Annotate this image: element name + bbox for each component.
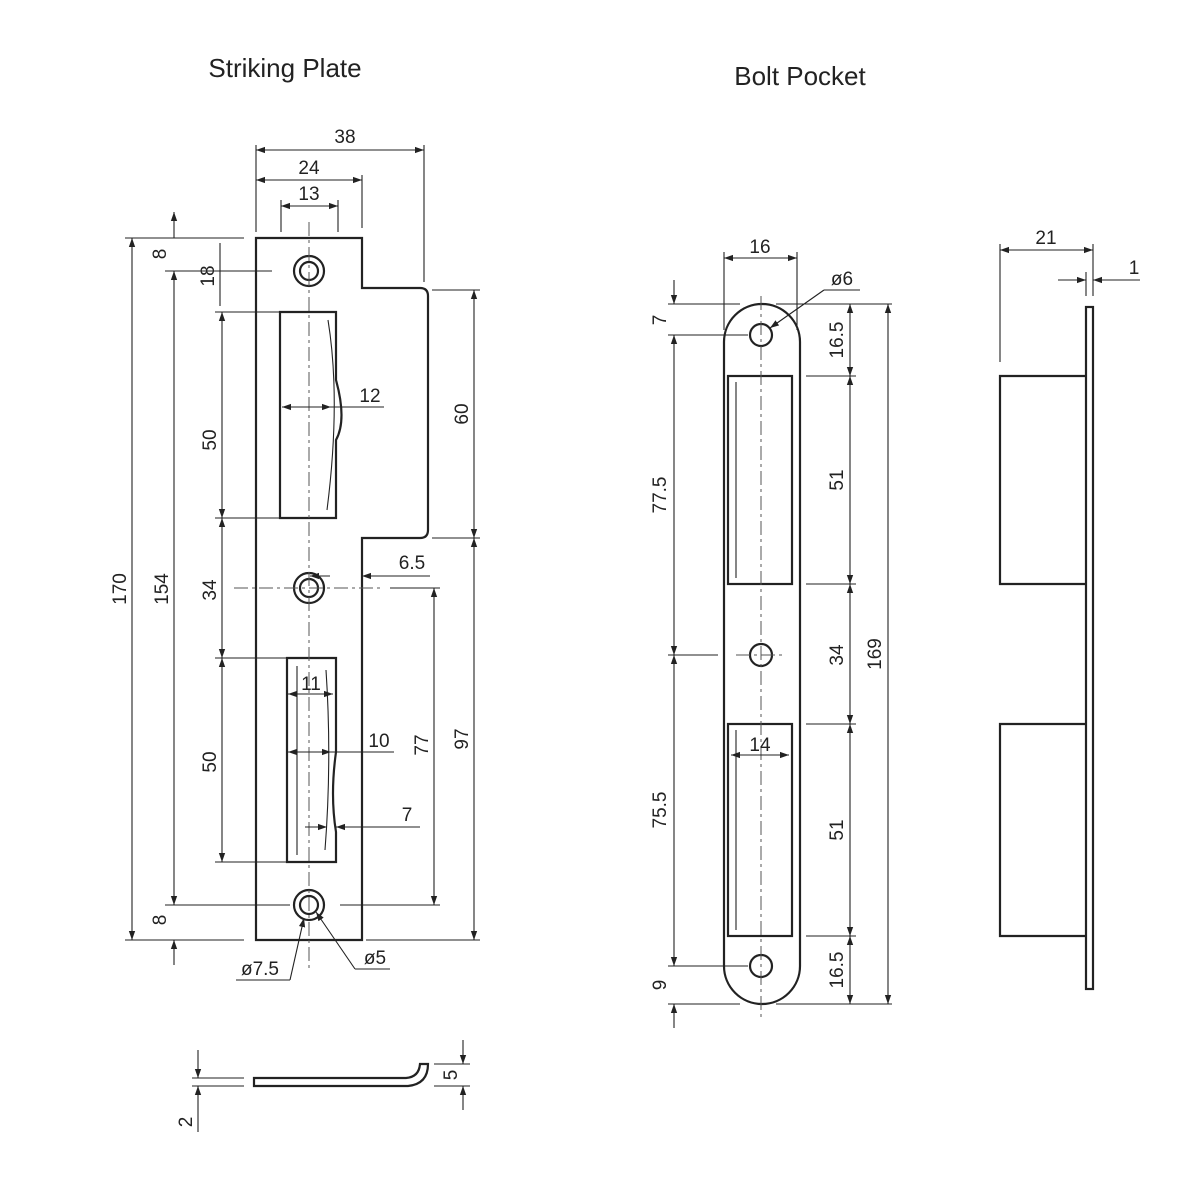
dim-60: 60 <box>452 403 473 424</box>
dim-10: 10 <box>368 731 389 752</box>
dim-34-bolt: 34 <box>827 644 848 666</box>
dim-8-bottom: 8 <box>150 915 171 926</box>
dim-6-5: 6.5 <box>399 553 425 574</box>
bolt-pocket-lower-slot <box>726 722 794 938</box>
dim-170: 170 <box>110 573 131 605</box>
dim-16-width: 16 <box>749 237 770 258</box>
hole-diameter-6: ø6 <box>831 269 853 290</box>
dim-lip-5: 5 <box>441 1070 462 1081</box>
dim-18: 18 <box>198 265 219 286</box>
dim-7: 7 <box>402 805 413 826</box>
striking-plate-outline <box>254 236 430 942</box>
dim-75-5: 75.5 <box>650 792 671 829</box>
hole-outer-diameter: ø7.5 <box>241 959 279 980</box>
dim-12: 12 <box>359 386 380 407</box>
dim-16-5-bottom: 16.5 <box>827 952 848 989</box>
dim-97: 97 <box>452 728 473 749</box>
dim-77-5: 77.5 <box>650 477 671 514</box>
bolt-pocket-upper-box <box>998 374 1086 586</box>
striking-plate-profile <box>252 1062 430 1088</box>
dim-77: 77 <box>412 734 433 755</box>
dim-169: 169 <box>865 638 886 670</box>
dim-50-upper: 50 <box>200 429 221 450</box>
striking-plate-side-view: 2 5 <box>176 1040 470 1132</box>
dim-154: 154 <box>152 573 173 605</box>
dim-11: 11 <box>301 674 321 695</box>
dim-14: 14 <box>749 735 771 756</box>
upper-slot <box>278 310 343 520</box>
dim-50-lower: 50 <box>200 751 221 772</box>
striking-plate-title: Striking Plate <box>208 53 361 83</box>
dim-thickness-2: 2 <box>176 1117 197 1128</box>
hole-inner-diameter: ø5 <box>364 948 386 969</box>
bolt-pocket-lower-box <box>998 722 1086 938</box>
dim-1: 1 <box>1129 258 1140 279</box>
dim-9-bottom: 9 <box>650 980 671 991</box>
bolt-pocket-title: Bolt Pocket <box>734 61 866 91</box>
bolt-pocket-side-plate <box>1084 305 1095 991</box>
dim-21: 21 <box>1035 228 1056 249</box>
dim-34: 34 <box>200 579 221 601</box>
striking-plate-front-view: 38 24 13 170 154 8 18 50 34 <box>110 127 480 981</box>
dim-38: 38 <box>334 127 355 148</box>
bolt-pocket-side-view: 21 1 <box>998 228 1140 991</box>
dim-7-top: 7 <box>650 315 671 326</box>
bolt-pocket-outline <box>722 302 802 1006</box>
dim-13: 13 <box>298 184 319 205</box>
dim-51-upper: 51 <box>827 469 848 490</box>
dim-51-lower: 51 <box>827 819 848 840</box>
dim-8-top: 8 <box>150 249 171 260</box>
bolt-pocket-upper-slot <box>726 374 794 586</box>
dim-24: 24 <box>298 158 320 179</box>
bolt-pocket-front-view: 16 ø6 16.5 51 34 51 16.5 169 7 77.5 <box>650 237 892 1028</box>
dim-16-5-top: 16.5 <box>827 322 848 359</box>
